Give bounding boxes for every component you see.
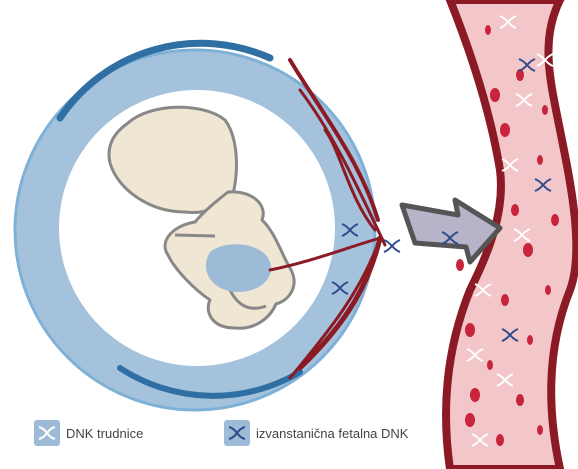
blood-cell [456, 259, 464, 271]
legend-maternal: DNK trudnice [34, 420, 143, 446]
blood-cell [465, 413, 475, 427]
dna-icon-fetal [384, 240, 400, 252]
blood-cell [516, 394, 524, 406]
blood-cell [542, 105, 548, 115]
blood-cell [537, 425, 543, 435]
blood-cell [500, 123, 510, 137]
legend-fetal-label: izvanstanična fetalna DNK [256, 426, 408, 441]
blood-cell [485, 25, 491, 35]
blood-cell [511, 204, 519, 216]
blood-cell [470, 388, 480, 402]
blood-cell [551, 214, 559, 226]
blood-cell [496, 434, 504, 446]
legend-maternal-label: DNK trudnice [66, 426, 143, 441]
blood-cell [465, 323, 475, 337]
blood-cell [487, 360, 493, 370]
blood-cell [523, 243, 533, 257]
dna-icon-maternal [34, 420, 60, 446]
blood-cell [501, 294, 509, 306]
blood-cell [490, 88, 500, 102]
blood-cell [527, 335, 533, 345]
legend-fetal: izvanstanična fetalna DNK [224, 420, 408, 446]
blood-cell [545, 285, 551, 295]
dna-icon-fetal [224, 420, 250, 446]
blood-cell [537, 155, 543, 165]
